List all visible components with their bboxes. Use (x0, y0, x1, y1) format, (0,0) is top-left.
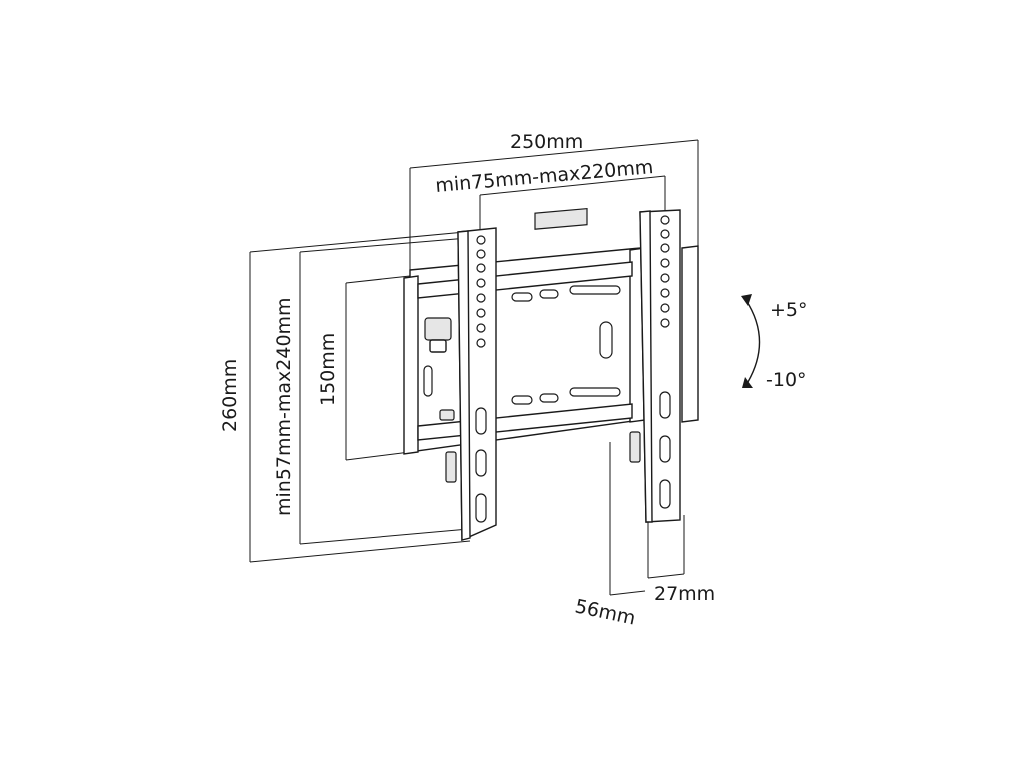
hole (660, 273, 670, 283)
bracket-slot (475, 407, 487, 435)
left-bracket-holes (476, 235, 486, 348)
hole (660, 243, 670, 253)
slot (511, 395, 533, 405)
ext-line-vesa-height-top (299, 236, 481, 253)
hole (476, 338, 486, 348)
hole (476, 293, 486, 303)
ext-line-overall-height-top (249, 231, 466, 253)
ext-line-wall-plate-bottom (345, 451, 411, 461)
slot (569, 285, 621, 295)
left-bracket-edge (457, 230, 471, 541)
top-latch (534, 207, 588, 230)
dim-line-depth-max (609, 590, 646, 596)
dim-line-depth-min (647, 573, 685, 579)
hole (476, 263, 486, 273)
hole (476, 278, 486, 288)
bracket-slot (475, 493, 487, 523)
tilt-arrow-head-up (741, 294, 752, 306)
hole (476, 323, 486, 333)
tilt-knob-base (429, 339, 447, 353)
slot (511, 292, 533, 302)
left-vertical-bracket (424, 227, 497, 542)
bracket-hook (629, 431, 641, 463)
hole (476, 308, 486, 318)
label-depth-min: 27mm (654, 583, 715, 605)
slot (539, 393, 559, 403)
hole (660, 318, 670, 328)
tilt-arrow-head-down (742, 377, 753, 388)
wall-plate-left-flange (403, 275, 419, 455)
right-vertical-bracket (629, 209, 681, 523)
label-vesa-height: min57mm-max240mm (273, 297, 295, 516)
hole (660, 288, 670, 298)
tilt-knob (424, 317, 452, 341)
dimension-lines (249, 139, 699, 596)
slot (539, 289, 559, 299)
right-bracket-holes (660, 215, 670, 328)
tilt-arrow (741, 294, 761, 388)
hole (660, 215, 670, 225)
hole (660, 258, 670, 268)
bracket-slot (659, 479, 671, 509)
hole (660, 229, 670, 239)
label-depth-max: 56mm (573, 595, 637, 629)
right-bracket-edge (639, 210, 653, 523)
label-tilt-up: +5° (770, 299, 808, 321)
label-overall-width: 250mm (510, 131, 583, 153)
tilt-arc (745, 299, 761, 383)
ext-line-vesa-height-bottom (299, 527, 481, 545)
hole (660, 303, 670, 313)
lock-screw (439, 409, 455, 421)
bracket-slot (659, 391, 671, 419)
label-wall-plate-height: 150mm (317, 333, 339, 406)
right-side-arm (681, 245, 699, 423)
hole (476, 249, 486, 259)
slot-vertical (423, 365, 433, 397)
label-tilt-down: -10° (766, 369, 807, 391)
bracket-slot (475, 449, 487, 477)
label-overall-height: 260mm (219, 359, 241, 432)
bracket-slot (659, 435, 671, 463)
dim-line-overall-width (409, 139, 699, 169)
slot (569, 387, 621, 397)
hole (476, 235, 486, 245)
dim-line-vesa-width (479, 175, 666, 196)
ext-line-overall-height-bottom (249, 540, 471, 563)
bracket-hook (445, 451, 457, 483)
slot-vertical (599, 321, 613, 359)
ext-line-wall-plate-top (345, 275, 411, 284)
